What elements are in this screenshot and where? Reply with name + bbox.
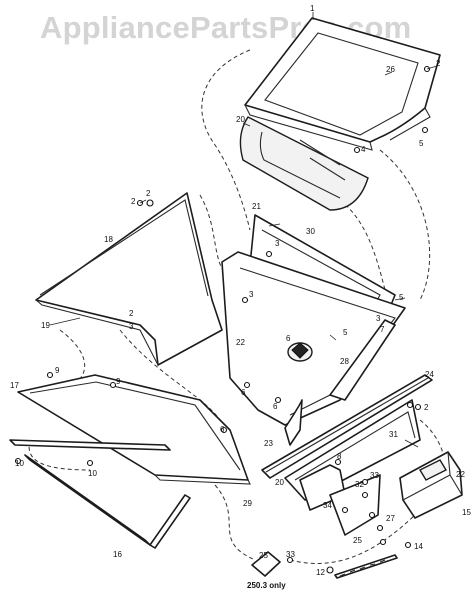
callout-26: 26 (386, 65, 395, 74)
part-13-cord (334, 554, 398, 579)
callout-2e: 2 (424, 403, 429, 412)
callout-25b: 25 (259, 551, 268, 560)
callout-10a: 10 (15, 459, 24, 468)
part-25-small-plate (251, 551, 281, 577)
callout-10b: 10 (88, 469, 97, 478)
callout-5c: 5 (343, 328, 348, 337)
callout-33b: 33 (286, 550, 295, 559)
callout-2c: 2 (131, 197, 136, 206)
callout-22b: 22 (456, 470, 465, 479)
callout-20a: 20 (236, 115, 245, 124)
part-17-base-tray (17, 374, 251, 485)
callout-12: 12 (316, 568, 325, 577)
callout-25a: 25 (353, 536, 362, 545)
part-15-control-box (399, 451, 463, 519)
part-1-lid-panel (244, 17, 441, 151)
callout-30: 30 (306, 227, 315, 236)
callout-5b: 5 (399, 293, 404, 302)
callout-7: 7 (380, 325, 385, 334)
callout-2b: 2 (146, 189, 151, 198)
callout-19: 19 (41, 321, 50, 330)
callout-23: 23 (264, 439, 273, 448)
callout-24: 24 (425, 370, 434, 379)
callout-22a: 22 (236, 338, 245, 347)
rod-10 (9, 439, 171, 451)
callout-6b: 6 (241, 388, 246, 397)
callout-28: 28 (340, 357, 349, 366)
callout-3a: 3 (275, 239, 280, 248)
callout-3c: 3 (376, 314, 381, 323)
callout-numbers: 1 2 26 20 4 5 2 2 18 21 3 30 5 3 3 5 7 2… (10, 4, 471, 577)
callout-6d: 6 (220, 425, 225, 434)
callout-18: 18 (104, 235, 113, 244)
callout-21: 21 (252, 202, 261, 211)
callout-3d: 3 (129, 322, 134, 331)
callout-9a: 9 (55, 366, 60, 375)
part-20-curved-window (239, 116, 369, 211)
callout-16: 16 (113, 550, 122, 559)
part-23-bracket (284, 399, 303, 446)
callout-20b: 20 (275, 478, 284, 487)
part-24-trim-rail (261, 374, 433, 479)
callout-29: 29 (243, 499, 252, 508)
callout-14: 14 (414, 542, 423, 551)
callout-2d: 2 (129, 309, 134, 318)
model-note: 250.3 only (247, 581, 286, 590)
callout-6c: 6 (273, 402, 278, 411)
callout-17: 17 (10, 381, 19, 390)
callout-9b: 9 (116, 377, 121, 386)
callout-leader-lines (49, 12, 438, 448)
callout-33a: 33 (370, 471, 379, 480)
part-5-side-bracket (329, 319, 396, 401)
callout-34: 34 (323, 501, 332, 510)
hardware-fasteners (14, 65, 431, 574)
callout-2a: 2 (436, 59, 441, 68)
callout-4: 4 (361, 145, 366, 154)
callout-31: 31 (389, 430, 398, 439)
callout-27: 27 (386, 514, 395, 523)
callout-8: 8 (337, 452, 342, 461)
callout-6a: 6 (286, 334, 291, 343)
part-18-left-side-panel (35, 192, 223, 366)
part-10-16-rods (9, 439, 191, 549)
callout-1: 1 (310, 4, 315, 13)
callout-5a: 5 (419, 139, 424, 148)
callout-32: 32 (355, 480, 364, 489)
callout-15: 15 (462, 508, 471, 517)
callout-3b: 3 (249, 290, 254, 299)
